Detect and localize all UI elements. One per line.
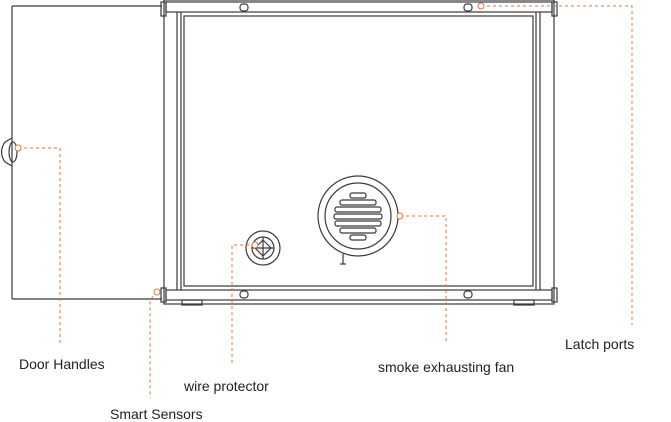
smoke-fan-dot [396, 212, 404, 220]
latch-port-slots [239, 3, 473, 299]
wire-protector-dot [251, 241, 259, 249]
smoke-exhaust-fan [317, 175, 399, 265]
latch-ports-leader [481, 5, 633, 325]
open-door-panel [11, 5, 162, 300]
latch-ports-label: Latch ports [565, 336, 635, 352]
latch-ports-dot [477, 2, 485, 10]
smart-sensors-dot [153, 288, 161, 296]
door-handles-dot [14, 144, 22, 152]
smart-sensors-leader [149, 291, 158, 398]
wire-protector-grommet [245, 230, 281, 266]
enclosure-frame [160, 0, 558, 306]
smoke-fan-leader [400, 215, 447, 342]
wire-protector-label: wire protector [184, 378, 269, 394]
smoke-fan-label: smoke exhausting fan [378, 359, 515, 375]
smart-sensors-label: Smart Sensors [110, 406, 203, 422]
door-handle-knob [0, 137, 18, 167]
wire-protector-leader [231, 244, 255, 365]
door-handles-label: Door Handles [19, 356, 105, 372]
door-handles-leader [18, 147, 61, 345]
